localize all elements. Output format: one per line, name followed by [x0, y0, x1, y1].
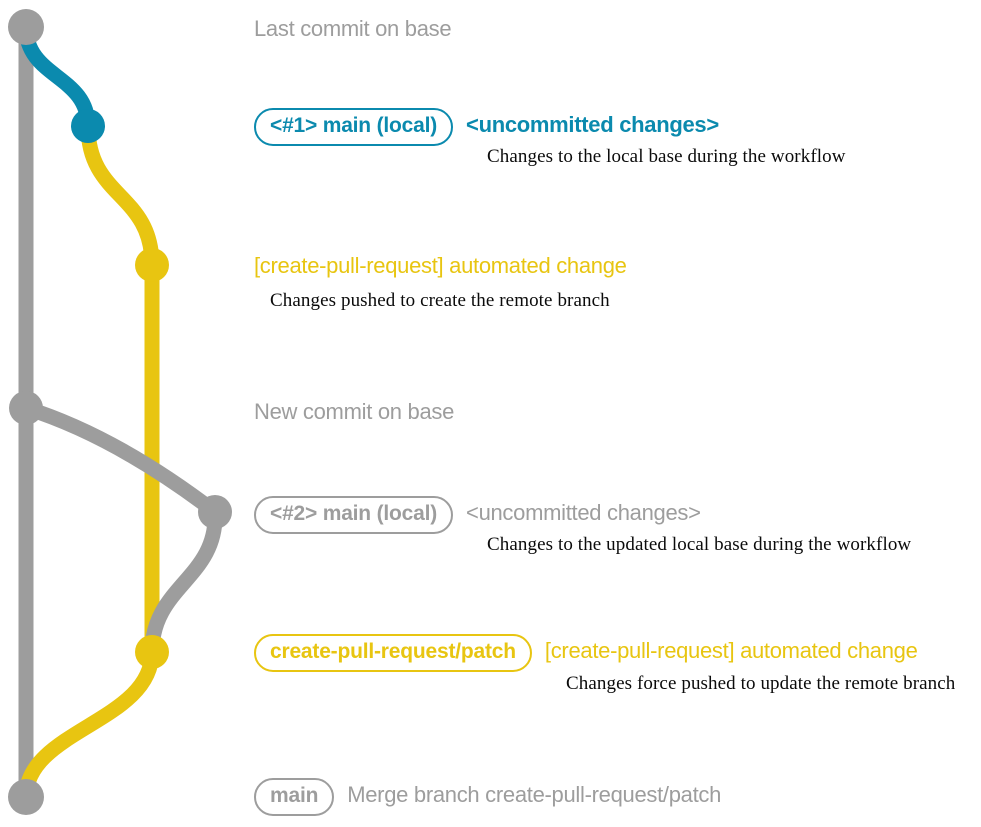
edge-local2-to-patch2 — [144, 504, 223, 660]
commit-node-base-top[interactable] — [8, 9, 44, 45]
commit-node-merge-main[interactable] — [8, 779, 44, 815]
commit-row-merge-commit: main Merge branch create-pull-request/pa… — [254, 778, 722, 817]
commit-node-local-1[interactable] — [71, 109, 105, 143]
edge-patch2-to-merge — [18, 644, 160, 805]
commit-node-local-2[interactable] — [198, 495, 232, 529]
commit-description-local-run-2: Changes to the updated local base during… — [487, 534, 912, 555]
branch-badge-create-pull-request-patch[interactable]: create-pull-request/patch — [254, 634, 532, 673]
commit-description-local-run-1: Changes to the local base during the wor… — [487, 146, 846, 167]
branch-badge-main-local-1[interactable]: <#1> main (local) — [254, 108, 454, 147]
commit-description-automated-change-1: Changes pushed to create the remote bran… — [270, 290, 610, 311]
commit-subject-uncommitted-changes-1: <uncommitted changes> — [466, 112, 719, 137]
commit-subject-merge-branch: Merge branch create-pull-request/patch — [347, 782, 722, 807]
commit-subject-uncommitted-changes-2: <uncommitted changes> — [466, 500, 701, 525]
commit-node-patch-2[interactable] — [135, 635, 169, 669]
branch-badge-main[interactable]: main — [254, 778, 335, 817]
edge-local1-to-patch1 — [80, 118, 160, 273]
commit-row-automated-change-2: create-pull-request/patch [create-pull-r… — [254, 634, 918, 673]
edge-basenew-to-local2 — [18, 400, 223, 520]
commit-subject-new-commit-on-base: New commit on base — [254, 399, 455, 424]
commit-description-automated-change-2: Changes force pushed to update the remot… — [566, 673, 956, 694]
commit-subject-last-commit-on-base: Last commit on base — [254, 16, 452, 41]
commit-subject-automated-change-1: [create-pull-request] automated change — [254, 253, 627, 278]
branch-badge-main-local-2[interactable]: <#2> main (local) — [254, 496, 454, 535]
commit-row-local-run-2: <#2> main (local) <uncommitted changes> — [254, 496, 701, 535]
commit-node-base-new[interactable] — [9, 391, 43, 425]
commit-row-local-run-1: <#1> main (local) <uncommitted changes> — [254, 108, 719, 147]
commit-node-patch-1[interactable] — [135, 248, 169, 282]
commit-subject-automated-change-2: [create-pull-request] automated change — [544, 638, 918, 663]
